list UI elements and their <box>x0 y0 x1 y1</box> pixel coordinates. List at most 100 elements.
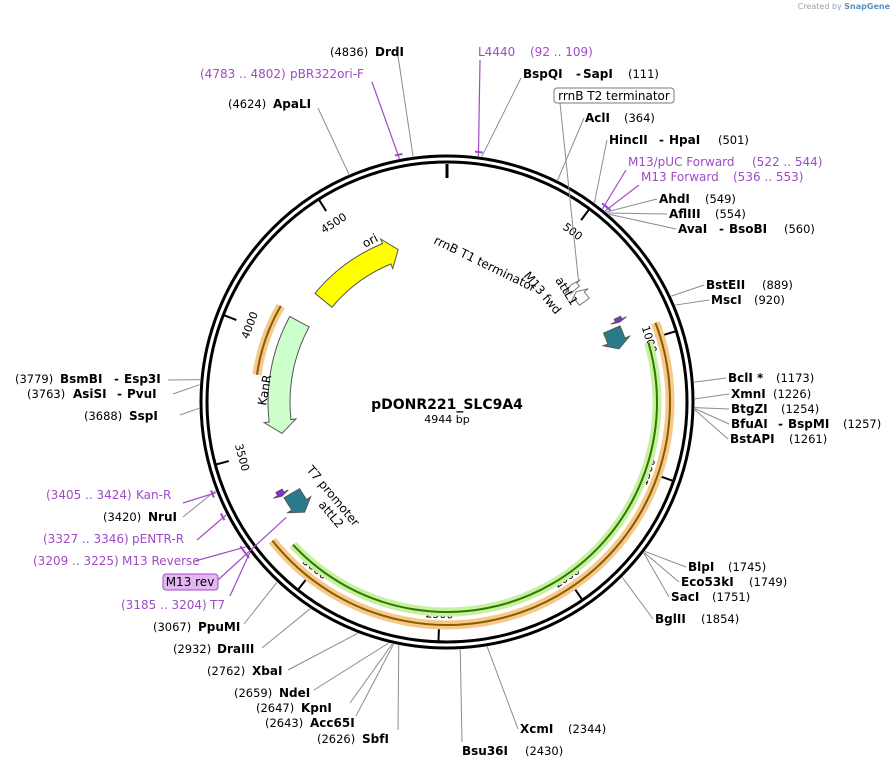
svg-text:(3420): (3420) <box>103 510 141 524</box>
leader-kpni <box>349 643 393 704</box>
feature-arrow-m13-fwd <box>610 315 627 325</box>
svg-text:(522 .. 544): (522 .. 544) <box>752 155 822 169</box>
svg-text:PpuMI: PpuMI <box>198 620 240 634</box>
primer-leader-l4440 <box>477 59 481 157</box>
svg-text:(560): (560) <box>784 222 815 236</box>
backbone-inner <box>205 160 689 644</box>
svg-text:BstEII: BstEII <box>706 278 745 292</box>
svg-text:(111): (111) <box>628 67 659 81</box>
svg-text:BclI *: BclI * <box>728 371 764 385</box>
svg-text:(3067): (3067) <box>153 620 191 634</box>
site-bstapi: BstAPI (1261) <box>730 432 827 446</box>
svg-text:M13 Forward: M13 Forward <box>641 170 719 184</box>
primer-mark-m13fwd <box>604 204 612 212</box>
feature-label-kanr: KanR <box>255 374 274 407</box>
primer-mark-pentr-r <box>220 512 226 521</box>
svg-text:NdeI: NdeI <box>279 686 310 700</box>
tick-mark-4000 <box>222 314 237 321</box>
feature-label-ori: ori <box>360 231 380 251</box>
svg-text:HincII: HincII <box>609 133 648 147</box>
svg-text:BlpI: BlpI <box>688 560 714 574</box>
plasmid-name: pDONR221_SLC9A4 <box>371 397 523 413</box>
svg-text:(2762): (2762) <box>207 664 245 678</box>
site-asisi-pvui: (3763) AsiSI - PvuI <box>27 387 157 401</box>
leader-rrnb-t2 <box>559 102 580 283</box>
tick-label-4500: 4500 <box>319 210 350 236</box>
svg-text:-: - <box>117 387 122 401</box>
site-kpni: (2647) KpnI <box>256 701 332 715</box>
svg-text:(4624): (4624) <box>228 97 266 111</box>
svg-text:Acc65I: Acc65I <box>310 716 355 730</box>
site-bsmbi-esp3i: (3779) BsmBI - Esp3I <box>15 372 161 386</box>
leader-bsteii <box>671 284 705 297</box>
svg-text:-: - <box>576 67 581 81</box>
svg-text:Esp3I: Esp3I <box>124 372 161 386</box>
site-apali: (4624) ApaLI <box>228 97 311 111</box>
site-ppumi: (3067) PpuMI <box>153 620 240 634</box>
svg-text:SbfI: SbfI <box>362 732 389 746</box>
svg-text:(549): (549) <box>705 192 736 206</box>
primer-l4440: L4440 (92 .. 109) <box>478 45 593 59</box>
svg-text:(2659): (2659) <box>234 686 272 700</box>
site-bsteii: BstEII (889) <box>706 278 793 292</box>
primer-kan-r: (3405 .. 3424) Kan-R <box>46 488 171 502</box>
svg-text:Kan-R: Kan-R <box>136 488 171 502</box>
svg-text:BspQI: BspQI <box>523 67 563 81</box>
primer-mark-m13-rev <box>239 545 246 553</box>
primer-leader-m13puc <box>601 169 627 210</box>
leader-msci <box>675 299 710 306</box>
primer-mark-l4440 <box>474 150 483 154</box>
leader-btgzi <box>694 407 730 410</box>
site-bspqi-sapi: BspQI - SapI (111) <box>523 67 659 81</box>
site-sbfi: (2626) SbfI <box>317 732 389 746</box>
primer-leader-m13-rev <box>194 546 246 562</box>
leader-acc65i <box>355 643 394 717</box>
svg-text:BsmBI: BsmBI <box>60 372 102 386</box>
svg-text:(2932): (2932) <box>173 642 211 656</box>
site-bcli: BclI * (1173) <box>728 371 814 385</box>
svg-text:BsoBI: BsoBI <box>729 222 767 236</box>
svg-text:SspI: SspI <box>129 409 158 423</box>
feature-arrow-t7-promoter <box>273 488 289 499</box>
leader-saci <box>643 552 670 598</box>
leader-sbfi <box>397 645 400 731</box>
svg-text:AhdI: AhdI <box>659 192 690 206</box>
site-draiii: (2932) DraIII <box>173 642 254 656</box>
primer-leader-pentr-r <box>196 514 227 541</box>
primer-m13-puc-forward: M13/pUC Forward (522 .. 544) <box>628 155 822 169</box>
plasmid-length: 4944 bp <box>424 413 469 426</box>
svg-text:-: - <box>114 372 119 386</box>
svg-text:DraIII: DraIII <box>217 642 254 656</box>
site-ahdi: AhdI (549) <box>659 192 736 206</box>
leader-bspqi <box>481 77 522 157</box>
leader-xcmi <box>486 646 519 730</box>
leader-afliii <box>607 212 668 215</box>
rrnb-t2-box <box>553 87 675 104</box>
leader-blpi <box>644 551 687 568</box>
site-ndei: (2659) NdeI <box>234 686 310 700</box>
svg-text:NruI: NruI <box>148 510 177 524</box>
svg-text:M13 Reverse: M13 Reverse <box>122 554 200 568</box>
svg-text:SacI: SacI <box>671 590 699 604</box>
leader-asisi <box>172 384 200 395</box>
site-bglii: BglII (1854) <box>655 612 739 626</box>
svg-text:(364): (364) <box>624 111 655 125</box>
primer-t7: (3185 .. 3204) T7 <box>121 598 225 612</box>
leader-m13-rev-box <box>217 517 287 581</box>
svg-text:PvuI: PvuI <box>127 387 157 401</box>
svg-text:(2344): (2344) <box>568 722 606 736</box>
site-btgzi: BtgZI (1254) <box>731 402 819 416</box>
svg-text:KpnI: KpnI <box>301 701 332 715</box>
leader-xbai <box>287 632 358 671</box>
m13-rev-label: M13 rev <box>166 575 215 589</box>
svg-text:(920): (920) <box>754 293 785 307</box>
svg-text:pENTR-R: pENTR-R <box>132 532 184 546</box>
svg-text:(1226): (1226) <box>773 387 811 401</box>
leader-xmni <box>694 393 730 400</box>
svg-text:HpaI: HpaI <box>669 133 700 147</box>
svg-text:(1261): (1261) <box>789 432 827 446</box>
feature-arrow-kanr <box>262 315 310 435</box>
leader-ppumi <box>243 582 278 625</box>
svg-text:(3779): (3779) <box>15 372 53 386</box>
